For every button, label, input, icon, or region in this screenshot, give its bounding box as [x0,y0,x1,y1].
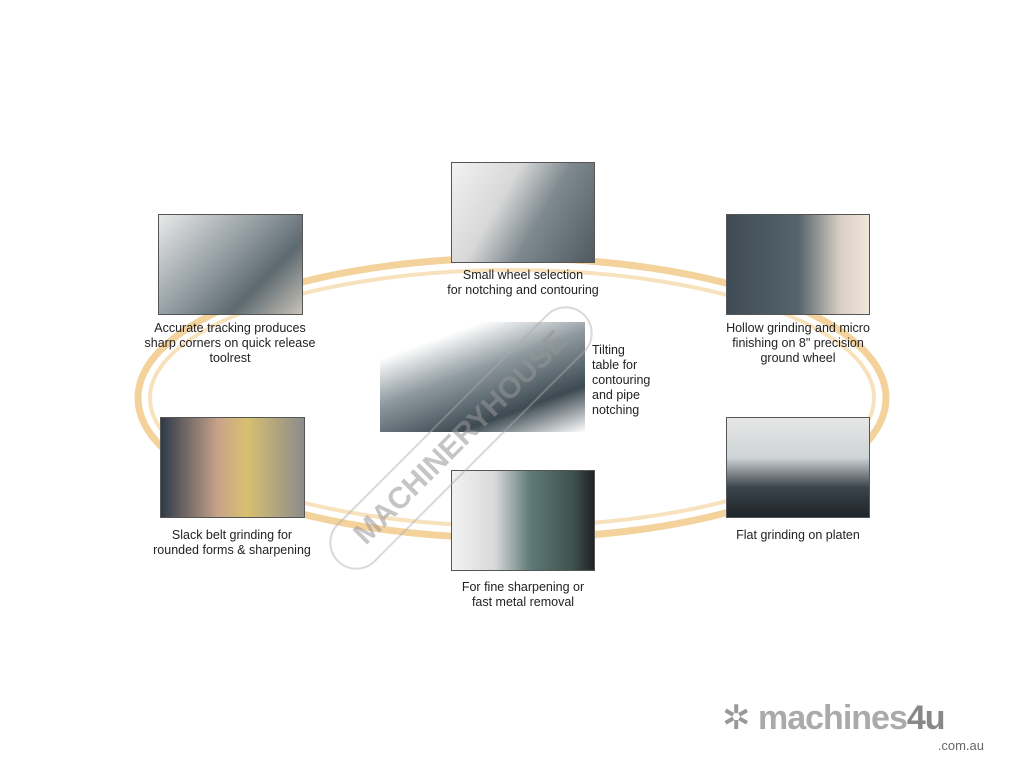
caption-bottom-center: For fine sharpening or fast metal remova… [413,580,633,610]
caption-line: Flat grinding on platen [736,528,860,542]
caption-line: notching [592,403,640,417]
caption-line: Hollow grinding and micro [726,321,870,335]
logo-word-4u: 4u [906,699,946,737]
logo-word: machines4u [758,699,946,737]
machines4u-logo: ✲ machines4u .com.au [722,700,992,758]
caption-top-center: Small wheel selection for notching and c… [413,268,633,298]
snowflake-arrows-icon: ✲ [722,699,751,737]
caption-top-right: Hollow grinding and micro finishing on 8… [688,321,908,366]
caption-line: fast metal removal [471,595,575,609]
photo-fine-sharpening [451,470,595,571]
caption-line: Slack belt grinding for [171,528,293,542]
caption-line: finishing on 8" precision [732,336,864,350]
caption-line: For fine sharpening or [461,580,585,594]
caption-line: Accurate tracking produces [154,321,306,335]
caption-line: table for [592,358,638,372]
caption-line: sharp corners on quick release [144,336,316,350]
caption-bottom-right: Flat grinding on platen [688,528,908,543]
photo-small-wheel [451,162,595,263]
caption-line: toolrest [209,351,251,365]
photo-hollow-grinding [726,214,870,315]
caption-line: Small wheel selection [462,268,584,282]
photo-tracking-toolrest [158,214,303,315]
caption-line: for notching and contouring [447,283,599,297]
caption-top-left: Accurate tracking produces sharp corners… [120,321,340,366]
caption-line: contouring [592,373,651,387]
photo-slack-belt [160,417,305,518]
caption-center: Tilting table for contouring and pipe no… [592,343,672,418]
photo-flat-platen [726,417,870,518]
photo-tilting-table [380,322,585,432]
caption-bottom-left: Slack belt grinding for rounded forms & … [122,528,342,558]
caption-line: ground wheel [760,351,836,365]
caption-line: Tilting [592,343,625,357]
logo-word-main: machines [758,699,908,737]
logo-domain: .com.au [937,738,984,753]
caption-line: rounded forms & sharpening [153,543,311,557]
caption-line: and pipe [592,388,640,402]
